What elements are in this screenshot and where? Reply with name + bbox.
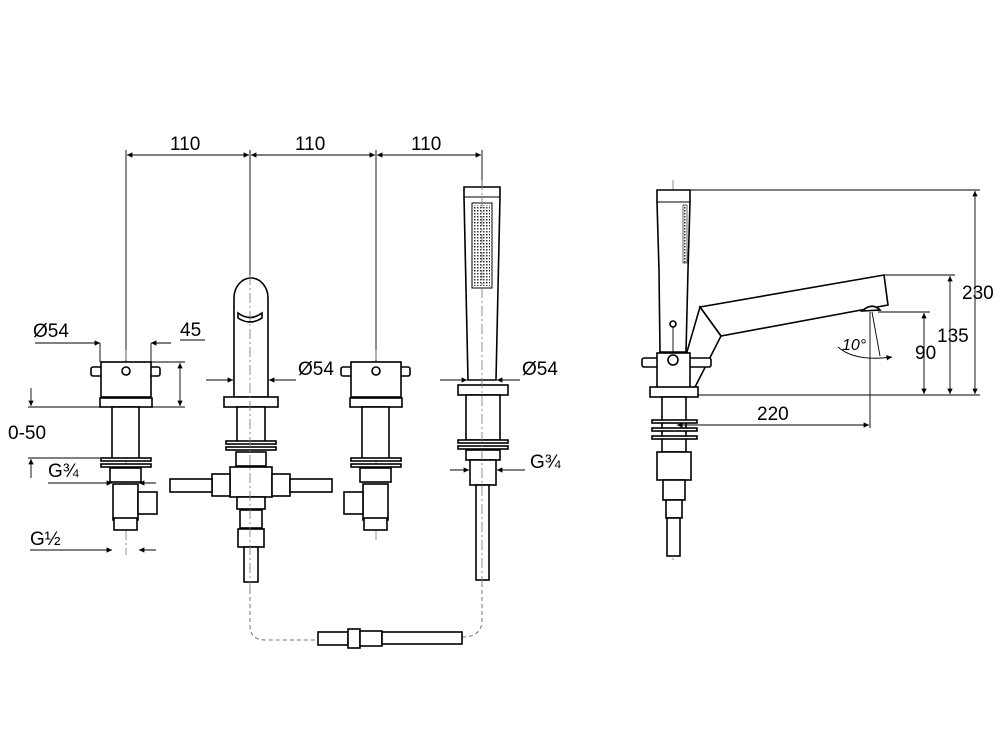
left-valve-thread-top-label: G¾ [48,461,80,482]
spout-angle-label: 10° [842,337,867,354]
left-valve [90,350,161,555]
spacing-label-2: 110 [295,134,325,155]
center-spout [169,275,333,590]
hand-shower [457,180,509,585]
right-valve-diameter-label: Ø54 [522,359,558,380]
shower-dimensions: Ø54 G¾ [440,359,562,473]
spout-outlet-height-label: 90 [915,343,936,364]
spout-dimension: Ø54 [206,359,334,383]
left-valve-dimensions: Ø54 45 0-50 G¾ G½ [8,320,205,553]
spout-diameter-label: Ø54 [298,359,334,380]
spout-top-height-label: 135 [937,326,969,347]
overall-height-label: 230 [962,283,994,304]
side-view-dimensions: 230 135 90 220 10° [677,189,994,428]
right-valve [340,350,411,540]
spacing-label-3: 110 [411,134,441,155]
shower-hose [249,580,483,649]
shower-thread-label: G¾ [530,452,562,473]
spout-reach-label: 220 [757,404,789,425]
spacing-label-1: 110 [170,134,200,155]
side-view [641,180,889,560]
left-valve-height-label: 45 [180,320,201,341]
left-valve-diameter-label: Ø54 [33,321,69,342]
spacing-dimension: 110 110 110 [125,134,483,362]
deck-thickness-label: 0-50 [8,423,46,444]
left-valve-thread-bottom-label: G½ [30,529,61,550]
